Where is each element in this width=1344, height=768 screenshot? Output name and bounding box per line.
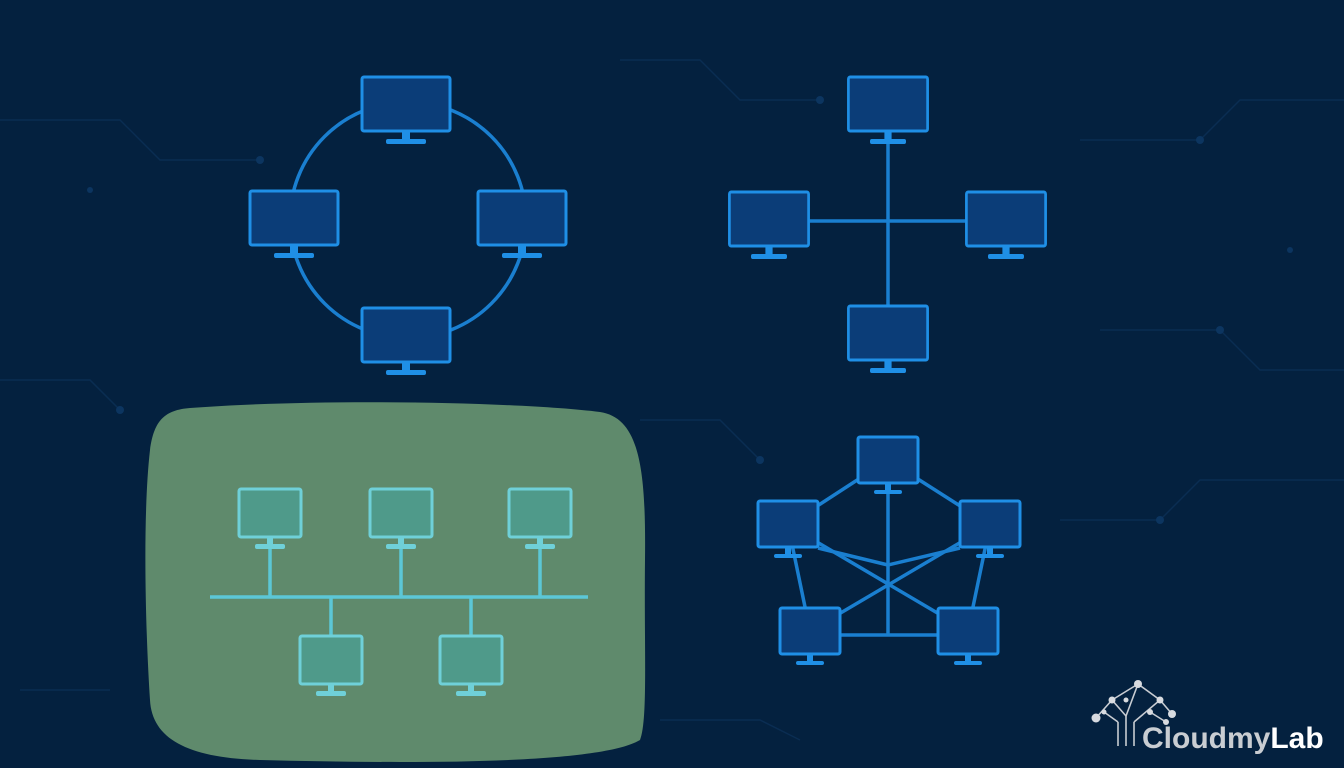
brand-logo: CloudmyLab: [1091, 680, 1324, 755]
star-topology: [727, 75, 1048, 375]
ring-node-right: [476, 189, 568, 260]
bus-highlight-panel: [145, 402, 646, 762]
ring-topology: [248, 75, 568, 377]
background-circuit-pattern: [0, 59, 1344, 741]
star-node-right: [964, 190, 1048, 261]
mesh-node-bottom-right: [936, 606, 1000, 667]
star-node-bottom: [846, 304, 930, 375]
brand-name-part1: Cloudmy: [1142, 722, 1271, 755]
bus-topology: [145, 402, 646, 762]
brand-name-part2: Lab: [1270, 722, 1323, 755]
mesh-topology: [756, 435, 1022, 667]
mesh-node-right: [958, 499, 1022, 560]
star-node-top: [846, 75, 930, 146]
mesh-node-left: [756, 499, 820, 560]
mesh-node-top: [856, 435, 920, 496]
ring-node-left: [248, 189, 340, 260]
ring-node-top: [360, 75, 452, 146]
svg-text:CloudmyLab: CloudmyLab: [1142, 722, 1324, 755]
ring-node-bottom: [360, 306, 452, 377]
star-node-left: [727, 190, 811, 261]
mesh-node-bottom-left: [778, 606, 842, 667]
